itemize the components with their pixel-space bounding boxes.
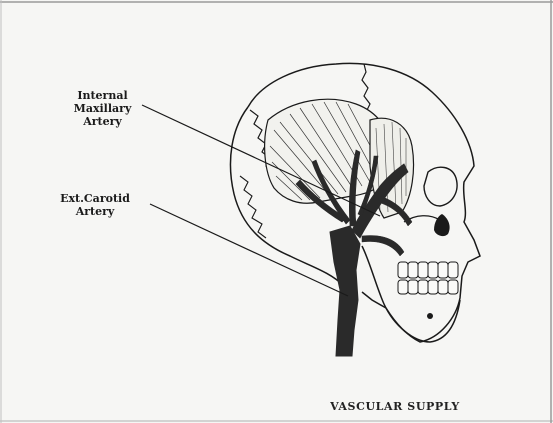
label-line: Maxillary <box>55 102 150 115</box>
orbit <box>424 167 457 206</box>
label-line: Artery <box>55 115 150 128</box>
figure-caption: VASCULAR SUPPLY <box>300 400 490 413</box>
nasal-aperture <box>434 214 450 236</box>
external-carotid-trunk <box>330 226 360 356</box>
leader-external-carotid <box>150 204 348 296</box>
label-external-carotid-artery: Ext.Carotid Artery <box>40 192 150 218</box>
label-line: Artery <box>40 205 150 218</box>
lower-teeth <box>398 280 458 294</box>
upper-teeth <box>398 262 458 278</box>
label-internal-maxillary-artery: Internal Maxillary Artery <box>55 89 150 128</box>
mastoid-suture <box>240 176 266 238</box>
label-line: Ext.Carotid <box>40 192 150 205</box>
mental-foramen <box>427 313 433 319</box>
label-line: Internal <box>55 89 150 102</box>
